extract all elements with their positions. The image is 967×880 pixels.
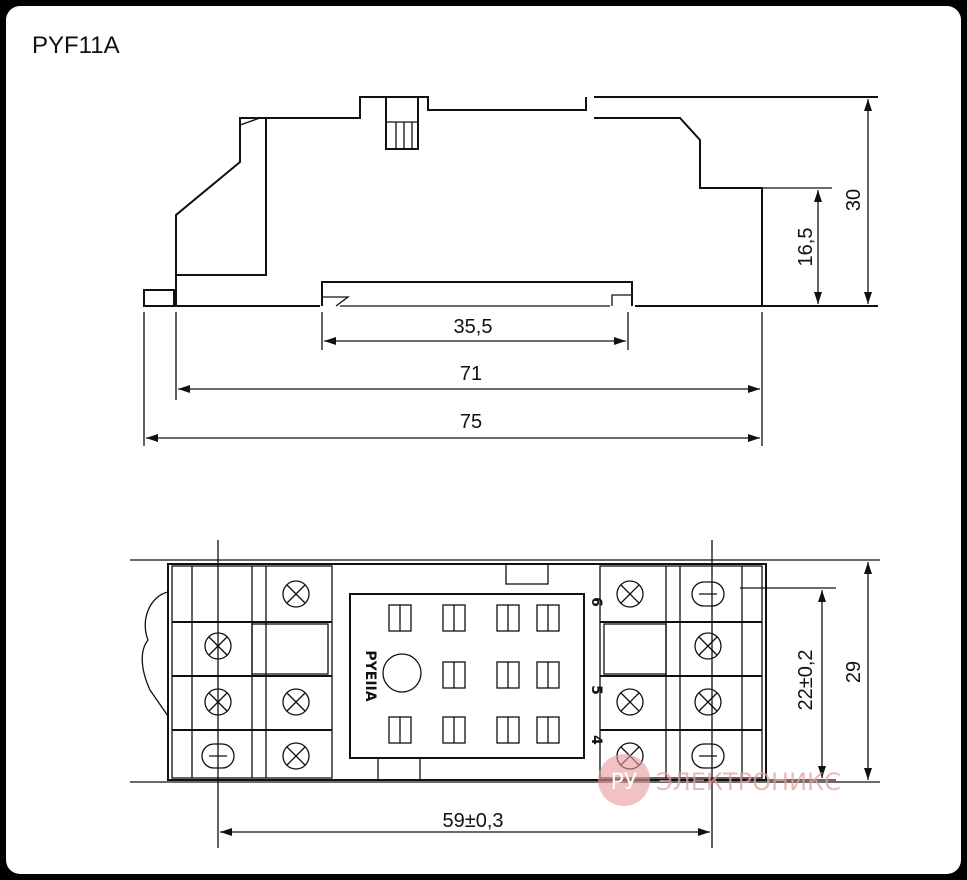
drawing-sheet: PYF11A <box>6 6 961 874</box>
side-extension-lines <box>143 312 763 446</box>
watermark-logo <box>598 754 650 806</box>
side-view-outline <box>143 96 878 307</box>
watermark: РУ ЭЛЕКТРОНИКС <box>598 754 841 806</box>
drawing-title: PYF11A <box>32 32 120 59</box>
dim-lower-height: 16,5 <box>795 228 817 267</box>
terminal-number-5: 5 <box>588 685 604 695</box>
brand-mark: PYEIIA <box>362 650 378 701</box>
dim-overall-height: 30 <box>843 189 865 211</box>
dim-inner-slot: 35,5 <box>454 316 493 338</box>
dim-hole-spacing: 59±0,3 <box>442 810 503 832</box>
technical-drawing: 35,5 71 75 16,5 30 <box>130 96 880 848</box>
side-dimension-lines <box>146 99 872 442</box>
dim-overall-length: 75 <box>460 411 482 433</box>
terminal-number-6: 6 <box>588 597 604 607</box>
dim-mounting: 71 <box>460 363 482 385</box>
relay-pins <box>382 604 560 744</box>
top-view-outline <box>130 559 880 783</box>
watermark-logo-text: РУ <box>611 770 638 795</box>
dim-width: 29 <box>843 661 865 683</box>
top-dimension-lines <box>217 540 872 848</box>
watermark-text: ЭЛЕКТРОНИКС <box>656 768 841 796</box>
terminal-number-4: 4 <box>588 735 604 745</box>
dim-pin-spacing: 22±0,2 <box>795 649 817 710</box>
